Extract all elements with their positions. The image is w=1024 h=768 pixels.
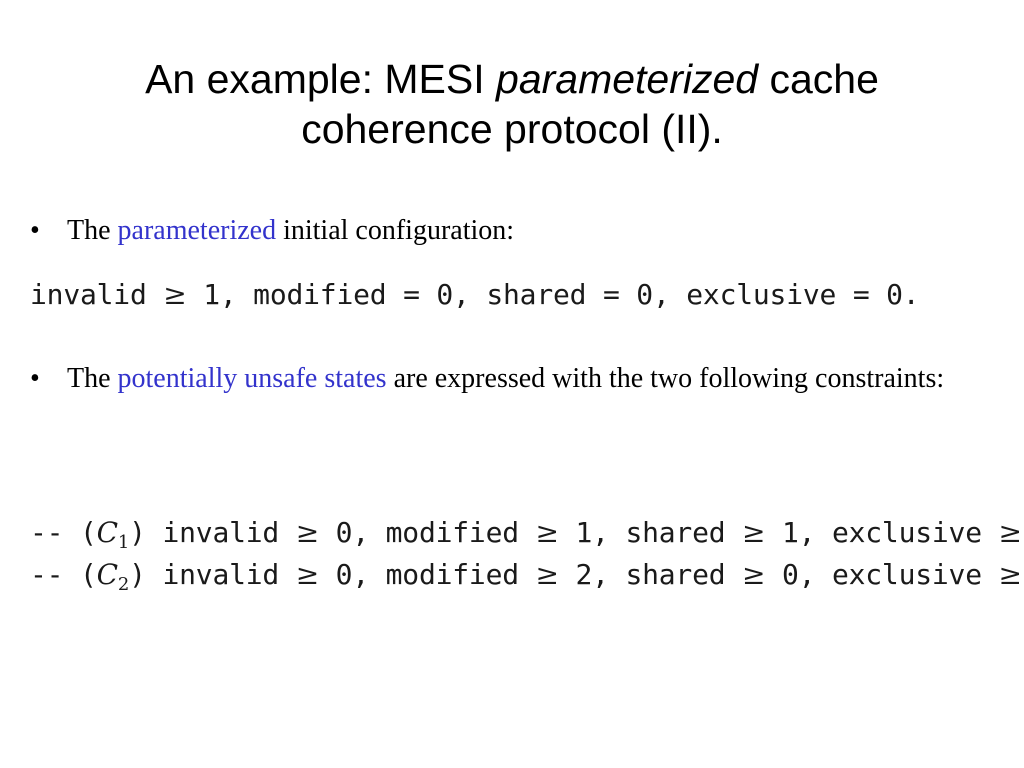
bullet-highlight: potentially unsafe states bbox=[117, 363, 387, 394]
title-part1: An example: MESI bbox=[145, 56, 497, 102]
bullet-text: The potentially unsafe states are expres… bbox=[67, 360, 990, 397]
bullet-symbol: • bbox=[30, 363, 40, 394]
constraint-subscript: 1 bbox=[117, 532, 130, 553]
geq-symbol: ≥ bbox=[742, 516, 766, 549]
initial-config-formula: invalid ≥ 1, modified = 0, shared = 0, e… bbox=[30, 274, 920, 316]
title-part2: cache bbox=[758, 56, 879, 102]
constraint-term: 2, shared bbox=[558, 558, 743, 591]
constraint-term: invalid bbox=[162, 516, 296, 549]
bullet-unsafe-states: • The potentially unsafe states are expr… bbox=[30, 360, 990, 397]
geq-symbol: ≥ bbox=[535, 558, 559, 591]
constraint-var-letter: C bbox=[96, 516, 118, 549]
constraint-close: ) bbox=[129, 558, 163, 591]
bullet-highlight: parameterized bbox=[117, 215, 277, 246]
constraint-term: 1, shared bbox=[558, 516, 743, 549]
bullet-symbol: • bbox=[30, 215, 40, 246]
bullet-lead: The bbox=[67, 215, 118, 246]
bullet-rest: initial configuration: bbox=[276, 215, 515, 246]
constraint-term: invalid bbox=[162, 558, 296, 591]
constraint-close: ) bbox=[129, 516, 163, 549]
constraint-term: 0, modified bbox=[319, 558, 536, 591]
title-line2: coherence protocol (II). bbox=[301, 106, 723, 152]
constraint-c2: -- (C2) invalid ≥ 0, modified ≥ 2, share… bbox=[30, 554, 1024, 606]
geq-symbol: ≥ bbox=[295, 558, 319, 591]
bullet-text: The parameterized initial configuration: bbox=[67, 212, 990, 249]
geq-symbol: ≥ bbox=[998, 516, 1022, 549]
slide-title: An example: MESI parameterized cache coh… bbox=[0, 54, 1024, 154]
constraint-term: 0, modified bbox=[319, 516, 536, 549]
bullet-rest: are expressed with the two following con… bbox=[386, 363, 945, 394]
constraint-prefix: -- ( bbox=[30, 516, 97, 549]
constraint-var: C1 bbox=[96, 516, 130, 553]
constraint-c1: -- (C1) invalid ≥ 0, modified ≥ 1, share… bbox=[30, 512, 1024, 564]
constraint-subscript: 2 bbox=[117, 574, 130, 595]
geq-symbol: ≥ bbox=[535, 516, 559, 549]
constraint-prefix: -- ( bbox=[30, 558, 97, 591]
constraint-term: 0, exclusive bbox=[765, 558, 999, 591]
geq-symbol: ≥ bbox=[163, 278, 187, 311]
constraint-var-letter: C bbox=[96, 558, 118, 591]
constraint-var: C2 bbox=[96, 558, 130, 595]
geq-symbol: ≥ bbox=[295, 516, 319, 549]
bullet-lead: The bbox=[67, 363, 118, 394]
geq-symbol: ≥ bbox=[742, 558, 766, 591]
bullet-initial-config: • The parameterized initial configuratio… bbox=[30, 212, 990, 249]
title-italic: parameterized bbox=[496, 56, 759, 102]
geq-symbol: ≥ bbox=[998, 558, 1022, 591]
constraint-term: 1, exclusive bbox=[765, 516, 999, 549]
formula-part-a: invalid bbox=[30, 278, 164, 311]
formula-part-b: 1, modified = 0, shared = 0, exclusive =… bbox=[186, 278, 920, 311]
